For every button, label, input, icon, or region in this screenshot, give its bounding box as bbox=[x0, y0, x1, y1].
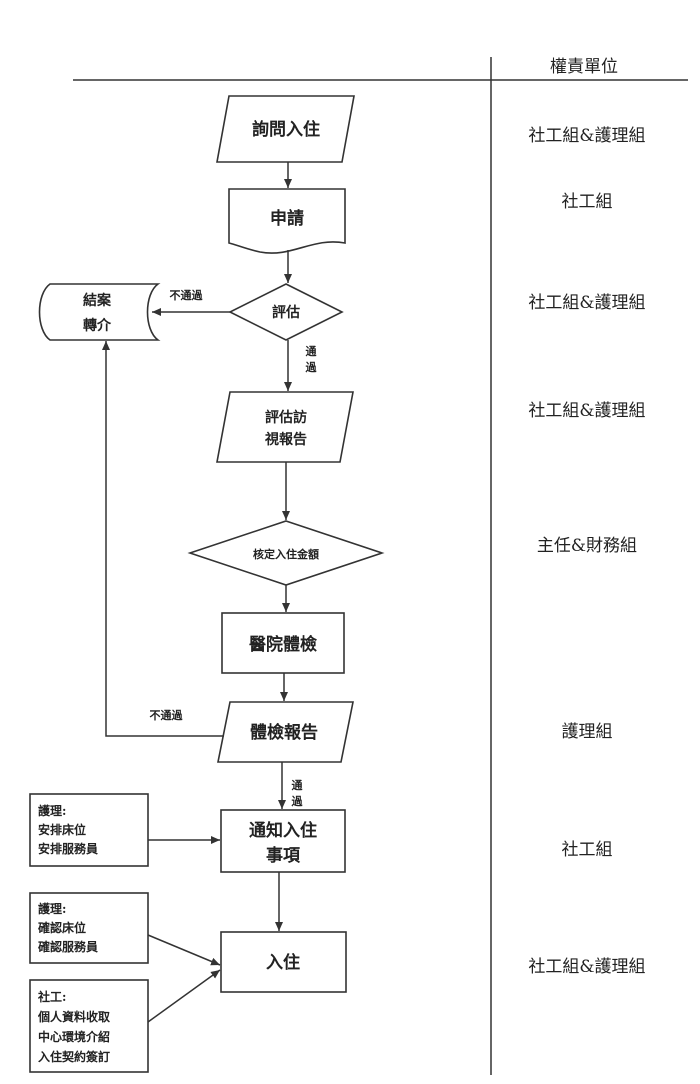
note-social-line: 個人資料收取 bbox=[37, 1009, 110, 1024]
node-visit-label-1: 評估訪 bbox=[265, 409, 307, 426]
responsible-unit: 社工組&護理組 bbox=[528, 126, 645, 146]
node-notify-label-2: 事項 bbox=[266, 846, 301, 866]
edge-label-pass-2b: 過 bbox=[291, 794, 304, 808]
node-notify: 通知入住 事項 bbox=[220, 809, 346, 873]
note-social-line: 中心環境介紹 bbox=[38, 1029, 110, 1044]
node-checkup: 醫院體檢 bbox=[221, 612, 345, 674]
node-checkup-label: 醫院體檢 bbox=[249, 634, 317, 655]
node-apply: 申請 bbox=[228, 188, 346, 254]
node-close-label: 結案 bbox=[83, 292, 112, 309]
node-inquiry: 詢問入住 bbox=[216, 95, 355, 163]
arrow-note-nursing-2-to-checkin bbox=[147, 934, 221, 966]
node-close-refer: 結案 轉介 bbox=[38, 283, 161, 341]
node-checkin: 入住 bbox=[220, 931, 347, 993]
node-apply-label: 申請 bbox=[270, 208, 304, 229]
note-nursing-1: 護理: 安排床位 安排服務員 bbox=[29, 793, 149, 867]
node-report-label: 體檢報告 bbox=[250, 722, 318, 743]
node-checkup-report: 體檢報告 bbox=[217, 701, 354, 763]
edge-label-fail-2: 不通過 bbox=[150, 708, 184, 722]
responsible-unit: 社工組&護理組 bbox=[528, 401, 645, 421]
note-nursing-2-line: 護理: bbox=[38, 901, 66, 916]
node-refer-label: 轉介 bbox=[83, 317, 112, 334]
note-nursing-1-line: 安排服務員 bbox=[38, 841, 98, 856]
node-visit-label-2: 視報告 bbox=[264, 431, 307, 448]
note-nursing-2-line: 確認床位 bbox=[38, 920, 86, 935]
arrow-note-social-to-checkin bbox=[147, 969, 221, 1023]
edge-label-pass-2a: 通 bbox=[292, 779, 303, 792]
responsible-unit: 社工組&護理組 bbox=[528, 293, 645, 313]
note-social-line: 社工: bbox=[37, 989, 66, 1004]
responsible-unit: 社工組 bbox=[562, 840, 613, 860]
node-fee-label: 核定入住金額 bbox=[253, 547, 319, 561]
node-inquiry-label: 詢問入住 bbox=[252, 119, 320, 140]
node-assess: 評估 bbox=[228, 283, 344, 341]
node-visit-report: 評估訪 視報告 bbox=[216, 391, 354, 463]
note-nursing-1-line: 護理: bbox=[38, 803, 66, 818]
responsible-unit-header: 權責單位 bbox=[550, 57, 618, 77]
note-nursing-2-line: 確認服務員 bbox=[38, 939, 98, 954]
node-assess-label: 評估 bbox=[272, 304, 300, 321]
responsible-unit: 護理組 bbox=[562, 722, 613, 742]
note-social-line: 入住契約簽訂 bbox=[38, 1049, 110, 1064]
node-notify-label-1: 通知入住 bbox=[249, 820, 317, 841]
edge-label-pass-1b: 過 bbox=[305, 360, 318, 374]
responsible-unit: 社工組 bbox=[562, 192, 613, 212]
note-nursing-2: 護理: 確認床位 確認服務員 bbox=[29, 892, 149, 964]
edge-label-pass-1a: 通 bbox=[306, 345, 317, 358]
node-fee: 核定入住金額 bbox=[187, 520, 385, 586]
note-nursing-1-line: 安排床位 bbox=[38, 822, 86, 837]
note-social-worker: 社工: 個人資料收取 中心環境介紹 入住契約簽訂 bbox=[29, 979, 149, 1073]
edge-label-fail-1: 不通過 bbox=[170, 288, 204, 302]
arrow-report-fail-to-close bbox=[102, 341, 224, 737]
responsible-unit: 社工組&護理組 bbox=[528, 957, 645, 977]
responsible-unit: 主任&財務組 bbox=[537, 536, 637, 556]
node-checkin-label: 入住 bbox=[266, 952, 300, 973]
